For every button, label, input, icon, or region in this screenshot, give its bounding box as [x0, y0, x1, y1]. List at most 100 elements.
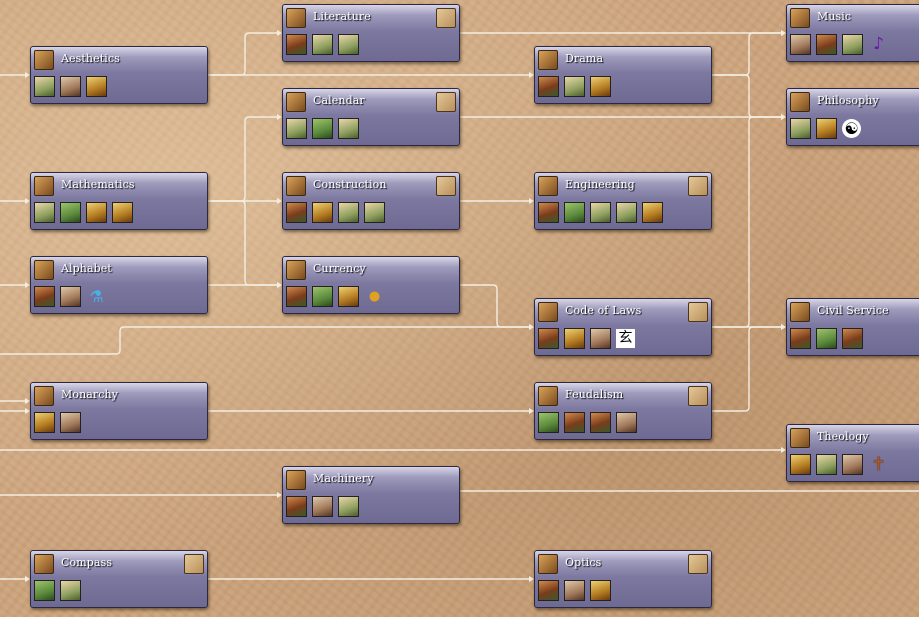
pyramid-icon[interactable] [590, 202, 611, 223]
wall-icon[interactable] [364, 202, 385, 223]
cross-icon[interactable]: ✝ [870, 454, 887, 475]
merchant-icon[interactable] [286, 286, 307, 307]
mill-icon[interactable] [312, 496, 333, 517]
yin-yang-icon[interactable]: ☯ [842, 119, 861, 138]
confucian-icon[interactable]: 玄 [616, 329, 635, 348]
amphitheatre-icon[interactable] [564, 76, 585, 97]
arrow-drama [529, 72, 534, 78]
unlocks-row [790, 328, 868, 350]
tech-mathematics[interactable]: Mathematics [30, 172, 208, 230]
tech-feudalism[interactable]: Feudalism [534, 382, 712, 440]
tech-compass[interactable]: Compass [30, 550, 208, 608]
fort-icon[interactable] [312, 202, 333, 223]
mathematics-icon [34, 176, 54, 196]
cathedral-icon[interactable] [790, 454, 811, 475]
tech-name: Feudalism [565, 388, 624, 401]
tech-name: Mathematics [61, 178, 135, 191]
tech-name: Engineering [565, 178, 635, 191]
stonehenge-icon[interactable] [286, 118, 307, 139]
tech-construction[interactable]: Construction [282, 172, 460, 230]
road-icon[interactable] [564, 202, 585, 223]
academy-icon[interactable] [790, 118, 811, 139]
farm-icon[interactable] [60, 202, 81, 223]
link-drama-philosophy [712, 74, 782, 118]
scholar-icon[interactable] [60, 286, 81, 307]
tech-engineering[interactable]: Engineering [534, 172, 712, 230]
tech-drama[interactable]: Drama [534, 46, 712, 104]
tech-calendar[interactable]: Calendar [282, 88, 460, 146]
gold-coin-icon[interactable]: ● [368, 289, 381, 304]
judge-icon[interactable] [590, 328, 611, 349]
wonder-icon[interactable] [816, 118, 837, 139]
monastery-icon[interactable] [816, 454, 837, 475]
crown-icon[interactable] [34, 412, 55, 433]
tech-music[interactable]: Music♪ [786, 4, 919, 62]
tech-philosophy[interactable]: Philosophy☯ [786, 88, 919, 146]
market-icon[interactable] [338, 118, 359, 139]
currency-icon [286, 260, 306, 280]
colosseum-icon[interactable] [338, 202, 359, 223]
colosseum-icon[interactable] [34, 76, 55, 97]
eye-icon[interactable] [564, 580, 585, 601]
courthouse-icon[interactable] [538, 328, 559, 349]
ship-icon[interactable] [590, 580, 611, 601]
plantation-icon[interactable] [312, 118, 333, 139]
flask-icon[interactable]: ⚗ [89, 287, 104, 306]
great-library-icon[interactable] [338, 34, 359, 55]
tech-civil-service[interactable]: Civil Service [786, 298, 919, 356]
musician-icon[interactable] [816, 34, 837, 55]
arrow-feudalism [529, 408, 534, 414]
tech-machinery[interactable]: Machinery [282, 466, 460, 524]
king-icon[interactable] [60, 412, 81, 433]
samurai-icon[interactable] [564, 412, 585, 433]
statue-icon[interactable] [642, 202, 663, 223]
ziggurat-icon[interactable] [564, 328, 585, 349]
orchard-icon[interactable] [312, 286, 333, 307]
tech-theology[interactable]: Theology✝ [786, 424, 919, 482]
tech-monarchy[interactable]: Monarchy [30, 382, 208, 440]
canal-icon[interactable] [816, 328, 837, 349]
lighthouse-icon[interactable] [60, 580, 81, 601]
tech-currency[interactable]: Currency ● [282, 256, 460, 314]
scribe-icon[interactable] [34, 286, 55, 307]
link-currency-code_of_laws [460, 284, 530, 328]
music-note-icon[interactable]: ♪ [873, 34, 884, 54]
colossus-icon[interactable] [338, 286, 359, 307]
catapult-icon[interactable] [112, 202, 133, 223]
tech-literature[interactable]: Literature [282, 4, 460, 62]
engineer-icon[interactable] [538, 202, 559, 223]
unlocks-row [538, 202, 668, 224]
tech-name: Calendar [313, 94, 365, 107]
tech-name: Currency [313, 262, 366, 275]
official-icon[interactable] [790, 328, 811, 349]
tech-alphabet[interactable]: Alphabet⚗ [30, 256, 208, 314]
tech-optics[interactable]: Optics [534, 550, 712, 608]
harbor-icon[interactable] [34, 580, 55, 601]
crossbow-icon[interactable] [286, 496, 307, 517]
globe-theatre-icon[interactable] [590, 76, 611, 97]
unlocks-row: ⚗ [34, 286, 112, 308]
longbow-icon[interactable] [590, 412, 611, 433]
unit-icon[interactable] [286, 34, 307, 55]
map-age-icon [688, 554, 708, 574]
caravel-icon[interactable] [538, 580, 559, 601]
tech-aesthetics[interactable]: Aesthetics [30, 46, 208, 104]
hanging-gardens-icon[interactable] [86, 202, 107, 223]
gear-icon[interactable] [338, 496, 359, 517]
wonder-icon[interactable] [86, 76, 107, 97]
great-artist-icon[interactable] [60, 76, 81, 97]
theatre-icon[interactable] [538, 76, 559, 97]
knight-icon[interactable] [616, 412, 637, 433]
library-icon[interactable] [312, 34, 333, 55]
music-icon [790, 8, 810, 28]
bureau-icon[interactable] [842, 328, 863, 349]
prophet-icon[interactable] [842, 454, 863, 475]
forum-icon[interactable] [616, 202, 637, 223]
temple-icon[interactable] [842, 34, 863, 55]
pikeman-icon[interactable] [538, 412, 559, 433]
unlocks-row [538, 412, 642, 434]
bard-icon[interactable] [790, 34, 811, 55]
aqueduct-icon[interactable] [34, 202, 55, 223]
worker-icon[interactable] [286, 202, 307, 223]
